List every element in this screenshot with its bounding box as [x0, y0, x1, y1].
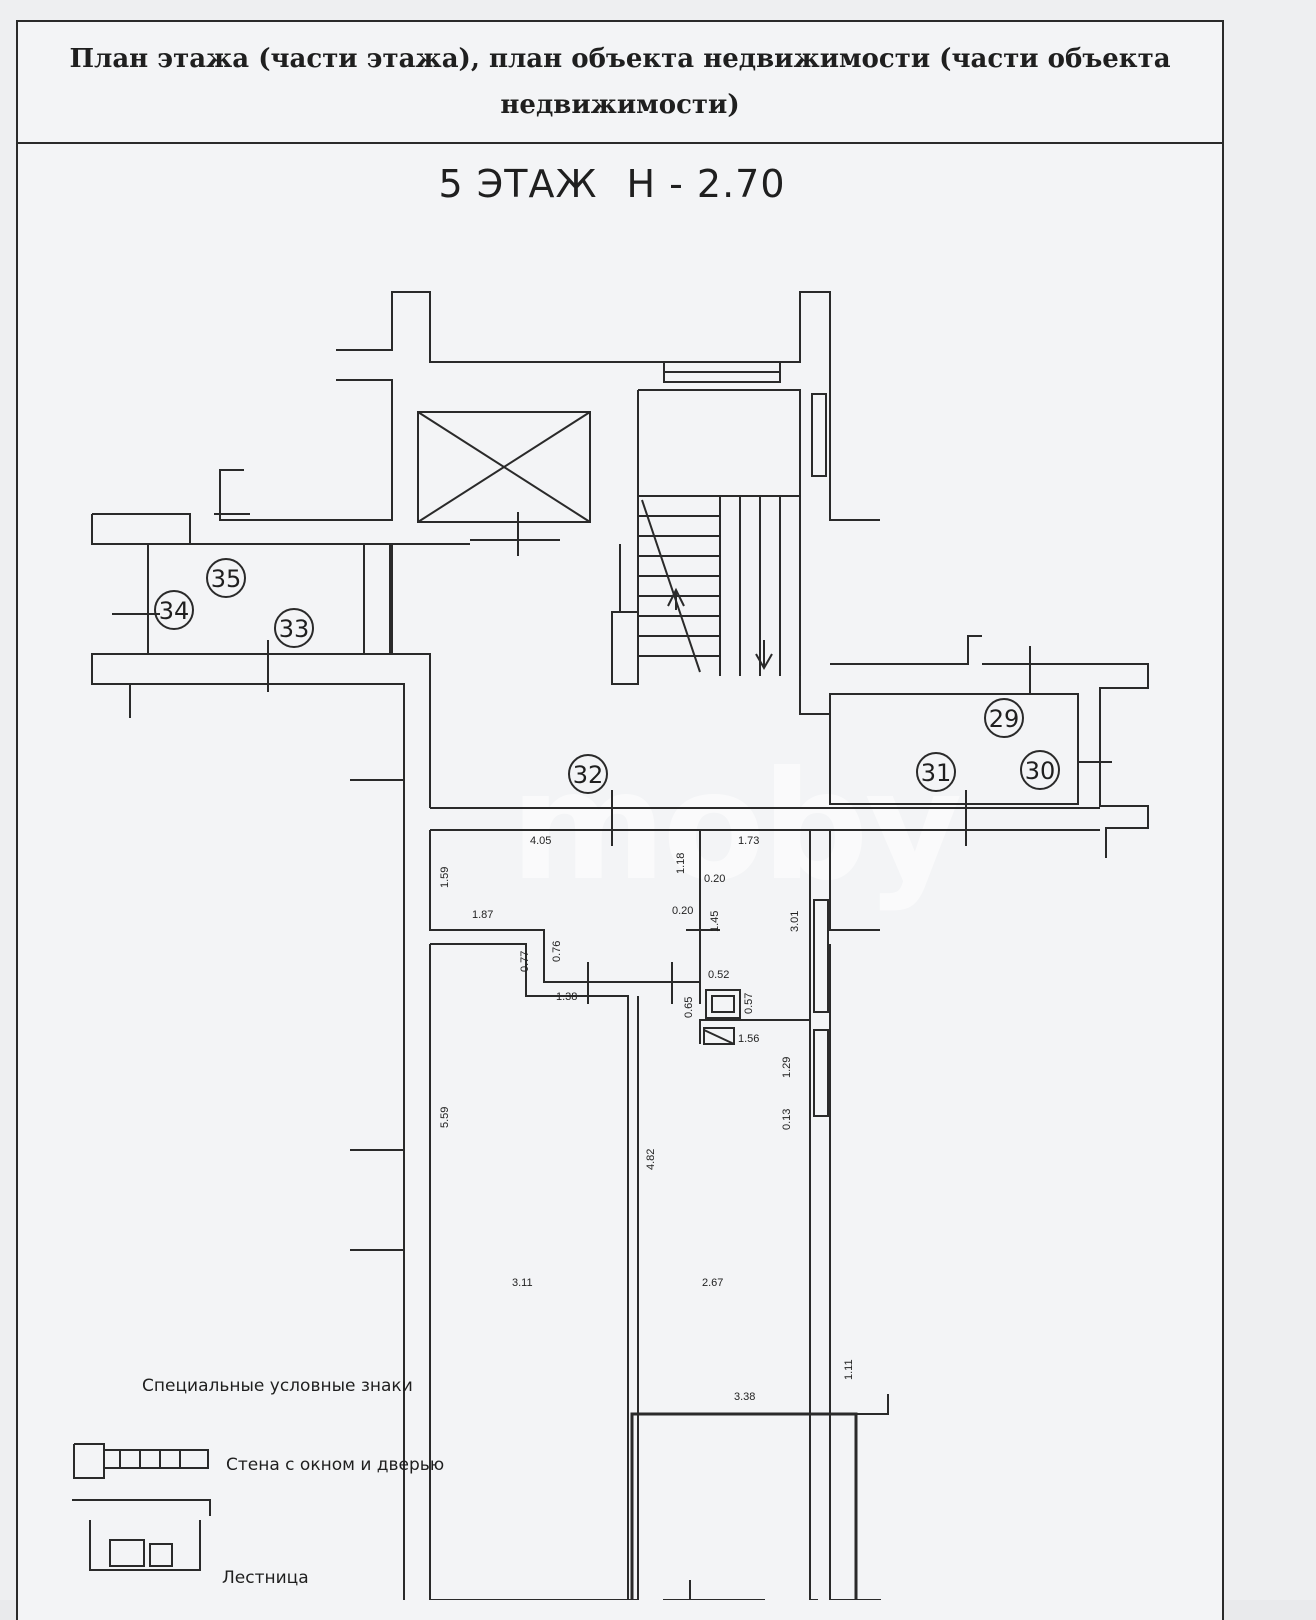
legend-stairs-label: Лестница — [222, 1568, 309, 1588]
wall-segment — [91, 514, 149, 718]
dimension-label: 4.82 — [645, 1149, 657, 1170]
room-marker-29 — [984, 698, 1024, 738]
room-number-32: 32 — [573, 761, 604, 789]
dimension-label: 4.05 — [530, 835, 551, 847]
dimension-label: 0.76 — [551, 941, 563, 962]
elevator-shaft — [417, 411, 591, 523]
room-number-31: 31 — [921, 759, 952, 787]
wall-segment — [809, 1020, 818, 1600]
window — [813, 1029, 829, 1117]
wall-segment — [219, 379, 393, 521]
window — [811, 393, 827, 477]
floor-title: 5 ЭТАЖ Н - 2.70 — [0, 162, 1224, 206]
dimension-label: 0.20 — [672, 905, 693, 917]
dimension-label: 1.73 — [738, 835, 759, 847]
dimension-label: 3.38 — [734, 1391, 755, 1403]
room-marker-30 — [1020, 750, 1060, 790]
room-marker-33 — [274, 608, 314, 648]
dimension-label: 0.65 — [683, 997, 695, 1018]
legend-stairs-symbol — [72, 1499, 211, 1571]
wall-segment — [364, 543, 393, 655]
header-title: План этажа (части этажа), план объекта н… — [69, 44, 1171, 120]
dimension-label: 1.56 — [738, 1033, 759, 1045]
document-header: План этажа (части этажа), план объекта н… — [18, 22, 1222, 144]
wall-segment — [638, 389, 830, 715]
legend-wall-label: Стена с окном и дверью — [226, 1455, 445, 1475]
room-number-34: 34 — [159, 597, 190, 625]
dimension-label: 3.01 — [789, 911, 801, 932]
dimension-label: 0.52 — [708, 969, 729, 981]
wall-segment — [389, 544, 431, 808]
floor-height: Н - 2.70 — [626, 162, 786, 206]
plan-frame: План этажа (части этажа), план объекта н… — [16, 20, 1224, 1620]
dimension-label: 1.18 — [675, 853, 687, 874]
dimension-label: 1.45 — [709, 911, 721, 932]
dimension-label: 1.87 — [472, 909, 493, 921]
wall-segment — [429, 830, 701, 1004]
wall-segment — [336, 291, 880, 521]
wall-segment — [611, 390, 639, 685]
room-marker-35 — [206, 558, 246, 598]
dimension-label: 2.67 — [702, 1277, 723, 1289]
room-marker-32 — [568, 754, 608, 794]
dimension-label: 1.59 — [439, 867, 451, 888]
wall-segment — [429, 944, 638, 1600]
dimension-label: 1.29 — [781, 1057, 793, 1078]
bathroom-fixture — [705, 989, 741, 1019]
window — [813, 899, 829, 1013]
dimension-label: 1.11 — [843, 1359, 855, 1380]
room-number-29: 29 — [989, 705, 1020, 733]
room-marker-31 — [916, 752, 956, 792]
legend-wall-symbol — [73, 1443, 209, 1479]
room-marker-34 — [154, 590, 194, 630]
fixture-box — [703, 1027, 735, 1045]
fixture-diagonal — [703, 1029, 735, 1045]
staircase-steps — [638, 495, 800, 676]
wall-segment — [982, 663, 1149, 858]
wall-segment — [830, 635, 982, 665]
balcony — [630, 1412, 858, 1600]
wall-segment — [92, 513, 191, 544]
dimension-label: 0.57 — [743, 993, 755, 1014]
watermark-logo: mobу — [510, 740, 963, 914]
legend-title: Специальные условные знаки — [142, 1376, 413, 1396]
wall-segment — [829, 830, 880, 931]
dimension-label: 3.11 — [512, 1277, 533, 1289]
room-number-30: 30 — [1025, 757, 1056, 785]
room-number-33: 33 — [279, 615, 310, 643]
dimension-label: 0.20 — [704, 873, 725, 885]
room-number-35: 35 — [211, 565, 242, 593]
dimension-label: 5.59 — [439, 1107, 451, 1128]
floor-label: 5 ЭТАЖ — [438, 162, 598, 206]
wall-segment — [829, 944, 881, 1600]
dimension-label: 1.38 — [556, 991, 577, 1003]
dimension-label: 0.77 — [519, 951, 531, 972]
wall-segment — [430, 943, 629, 1600]
elevator-cross — [417, 411, 591, 523]
room-29-31-outline — [829, 693, 1079, 805]
balcony — [856, 1394, 889, 1415]
dimension-label: 0.13 — [781, 1109, 793, 1130]
wall-segment — [699, 830, 811, 1044]
bathroom-fixture — [711, 995, 735, 1013]
room-34-35-outline — [147, 543, 365, 655]
